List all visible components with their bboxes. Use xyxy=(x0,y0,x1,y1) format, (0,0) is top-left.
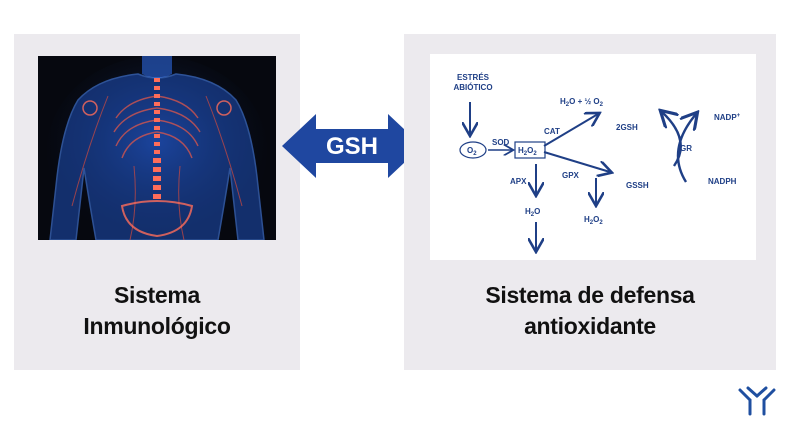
o2-circle xyxy=(459,141,487,159)
antibody-logo-icon xyxy=(738,386,776,416)
nadph-label: NADPH xyxy=(708,177,737,186)
gsh-double-arrow: GSH xyxy=(282,114,422,178)
cat-product-label: H2O + ½ O2 xyxy=(560,97,604,108)
antioxidant-system-panel: ESTRÉS ABIÓTICO O2 SOD H2O2 CAT H2O + ½ … xyxy=(404,34,776,370)
antioxidant-pathway-diagram: ESTRÉS ABIÓTICO O2 SOD H2O2 CAT H2O + ½ … xyxy=(430,54,756,260)
h2o2-label: H2O2 xyxy=(518,146,537,157)
stress-label-line1: ESTRÉS xyxy=(457,73,490,82)
nadph-to-nadp-arc xyxy=(676,114,696,183)
pathway-svg: ESTRÉS ABIÓTICO O2 SOD H2O2 CAT H2O + ½ … xyxy=(453,73,741,260)
caption-right-line1: Sistema de defensa xyxy=(485,282,695,308)
gsh-2-label: 2GSH xyxy=(616,123,638,132)
gpx-product-label: H2O2 xyxy=(584,215,603,226)
caption-right-line2: antioxidante xyxy=(524,313,656,339)
stress-label-line2: ABIÓTICO xyxy=(453,83,492,92)
antioxidant-system-caption: Sistema de defensa antioxidante xyxy=(404,280,776,342)
cat-label: CAT xyxy=(544,127,560,136)
xray-torso-illustration xyxy=(38,56,276,240)
immune-system-panel: Sistema Inmunológico xyxy=(14,34,300,370)
o2-label: O2 xyxy=(467,146,477,157)
apx-label: APX xyxy=(510,177,527,186)
sod-label: SOD xyxy=(492,138,510,147)
cat-arrow xyxy=(543,114,598,147)
apx-product-label: H2O xyxy=(525,207,540,218)
h2o2-box xyxy=(514,141,546,159)
gssh-label: GSSH xyxy=(626,181,649,190)
gr-label: GR xyxy=(680,144,692,153)
double-arrow-icon xyxy=(282,114,422,178)
caption-left-line2: Inmunológico xyxy=(83,313,231,339)
caption-left-line1: Sistema xyxy=(113,282,201,308)
gpx-arrow xyxy=(543,151,610,172)
gsh-label: GSH xyxy=(326,133,378,160)
xray-torso-image xyxy=(38,56,276,240)
nadp-label: NADP+ xyxy=(714,113,741,122)
immune-system-caption: Sistema Inmunológico xyxy=(14,280,300,342)
gpx-label: GPX xyxy=(562,171,580,180)
